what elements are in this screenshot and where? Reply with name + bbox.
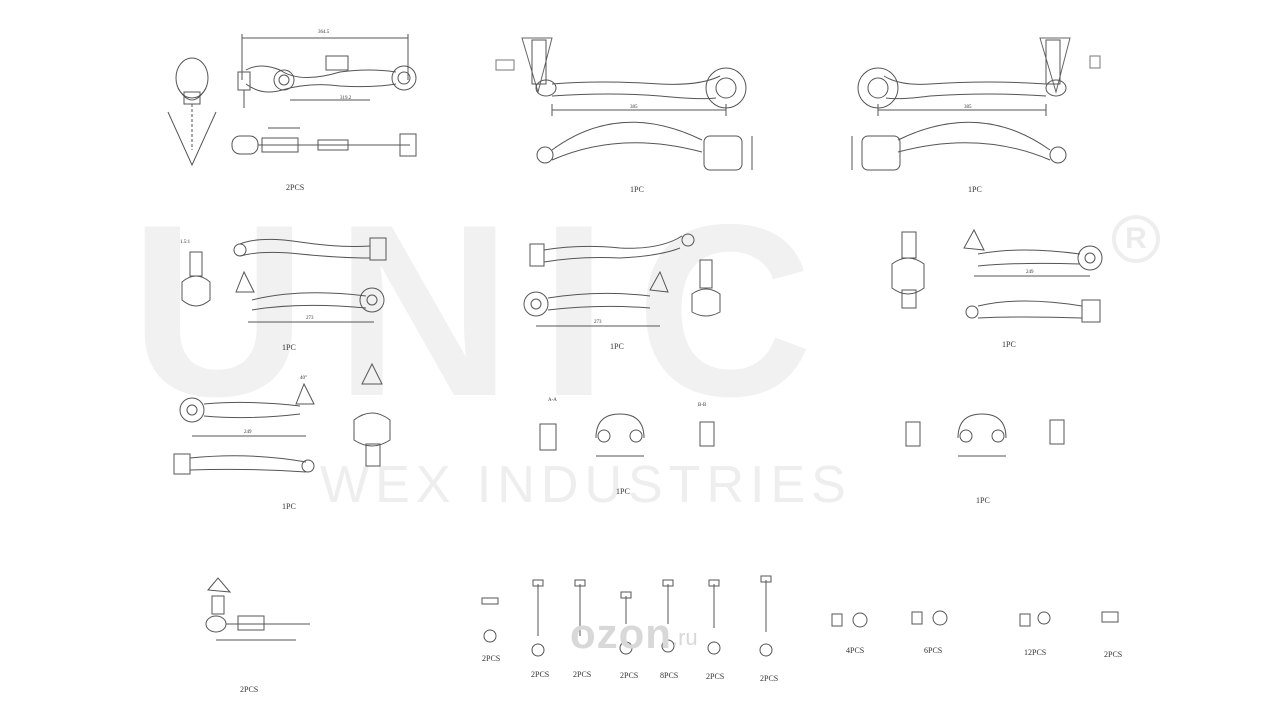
- part-7-qty: 1PC: [282, 502, 296, 511]
- part-2-qty: 1PC: [630, 185, 644, 194]
- part-5-qty: 1PC: [610, 342, 624, 351]
- bolt-6-qty: 2PCS: [706, 672, 725, 681]
- nuts-drawing: [832, 611, 1118, 627]
- dim-7: 249: [244, 430, 252, 435]
- part-4-qty: 1PC: [282, 343, 296, 352]
- dim-2: 385: [630, 105, 638, 110]
- part-1-qty: 2PCS: [286, 183, 305, 192]
- part-6-drawing: [892, 230, 1102, 322]
- dim-1-bottom: 319.2: [340, 96, 352, 101]
- part-10-qty: 2PCS: [240, 685, 259, 694]
- part-4-drawing: [182, 238, 386, 322]
- angle-label: 40°: [300, 376, 307, 381]
- part-1-drawing: [168, 34, 416, 165]
- bolt-5-qty: 8PCS: [660, 671, 679, 680]
- watermark-company: WEX INDUSTRIES: [320, 456, 852, 514]
- dim-4: 273: [306, 316, 314, 321]
- part-2-drawing: [496, 38, 752, 170]
- dim-3: 385: [964, 105, 972, 110]
- bolt-3-qty: 2PCS: [573, 670, 592, 679]
- watermark-unic: UNIC: [130, 173, 841, 447]
- scale-label: 1.5:1: [180, 240, 191, 245]
- site-logo-suffix: .ru: [671, 625, 698, 650]
- bolts-drawing: [482, 576, 772, 656]
- part-7-drawing: [174, 364, 390, 474]
- dim-6: 249: [1026, 270, 1034, 275]
- bolt-2-qty: 2PCS: [531, 670, 550, 679]
- part-6-qty: 1PC: [1002, 340, 1016, 349]
- bolt-4-qty: 2PCS: [620, 671, 639, 680]
- part-9-drawing: [906, 414, 1064, 456]
- part-9-qty: 1PC: [976, 496, 990, 505]
- bolt-7-qty: 2PCS: [760, 674, 779, 683]
- section-b-label: B-B: [698, 403, 707, 408]
- watermark-registered-icon: R: [1112, 215, 1160, 263]
- part-3-drawing: [852, 38, 1100, 170]
- site-logo: ozon .ru: [570, 610, 698, 657]
- dim-1-top: 364.5: [318, 30, 330, 35]
- nut-3-qty: 12PCS: [1024, 648, 1047, 657]
- nut-1-qty: 4PCS: [846, 646, 865, 655]
- nut-4-qty: 2PCS: [1104, 650, 1123, 659]
- dim-5: 273: [594, 320, 602, 325]
- part-8-qty: 1PC: [616, 487, 630, 496]
- part-10-drawing: [206, 578, 310, 640]
- part-8-drawing: [540, 414, 714, 456]
- nut-2-qty: 6PCS: [924, 646, 943, 655]
- part-3-qty: 1PC: [968, 185, 982, 194]
- section-label: A-A: [548, 398, 557, 403]
- part-5-drawing: [524, 234, 720, 326]
- bolt-1-qty: 2PCS: [482, 654, 501, 663]
- site-logo-text: ozon: [570, 610, 672, 657]
